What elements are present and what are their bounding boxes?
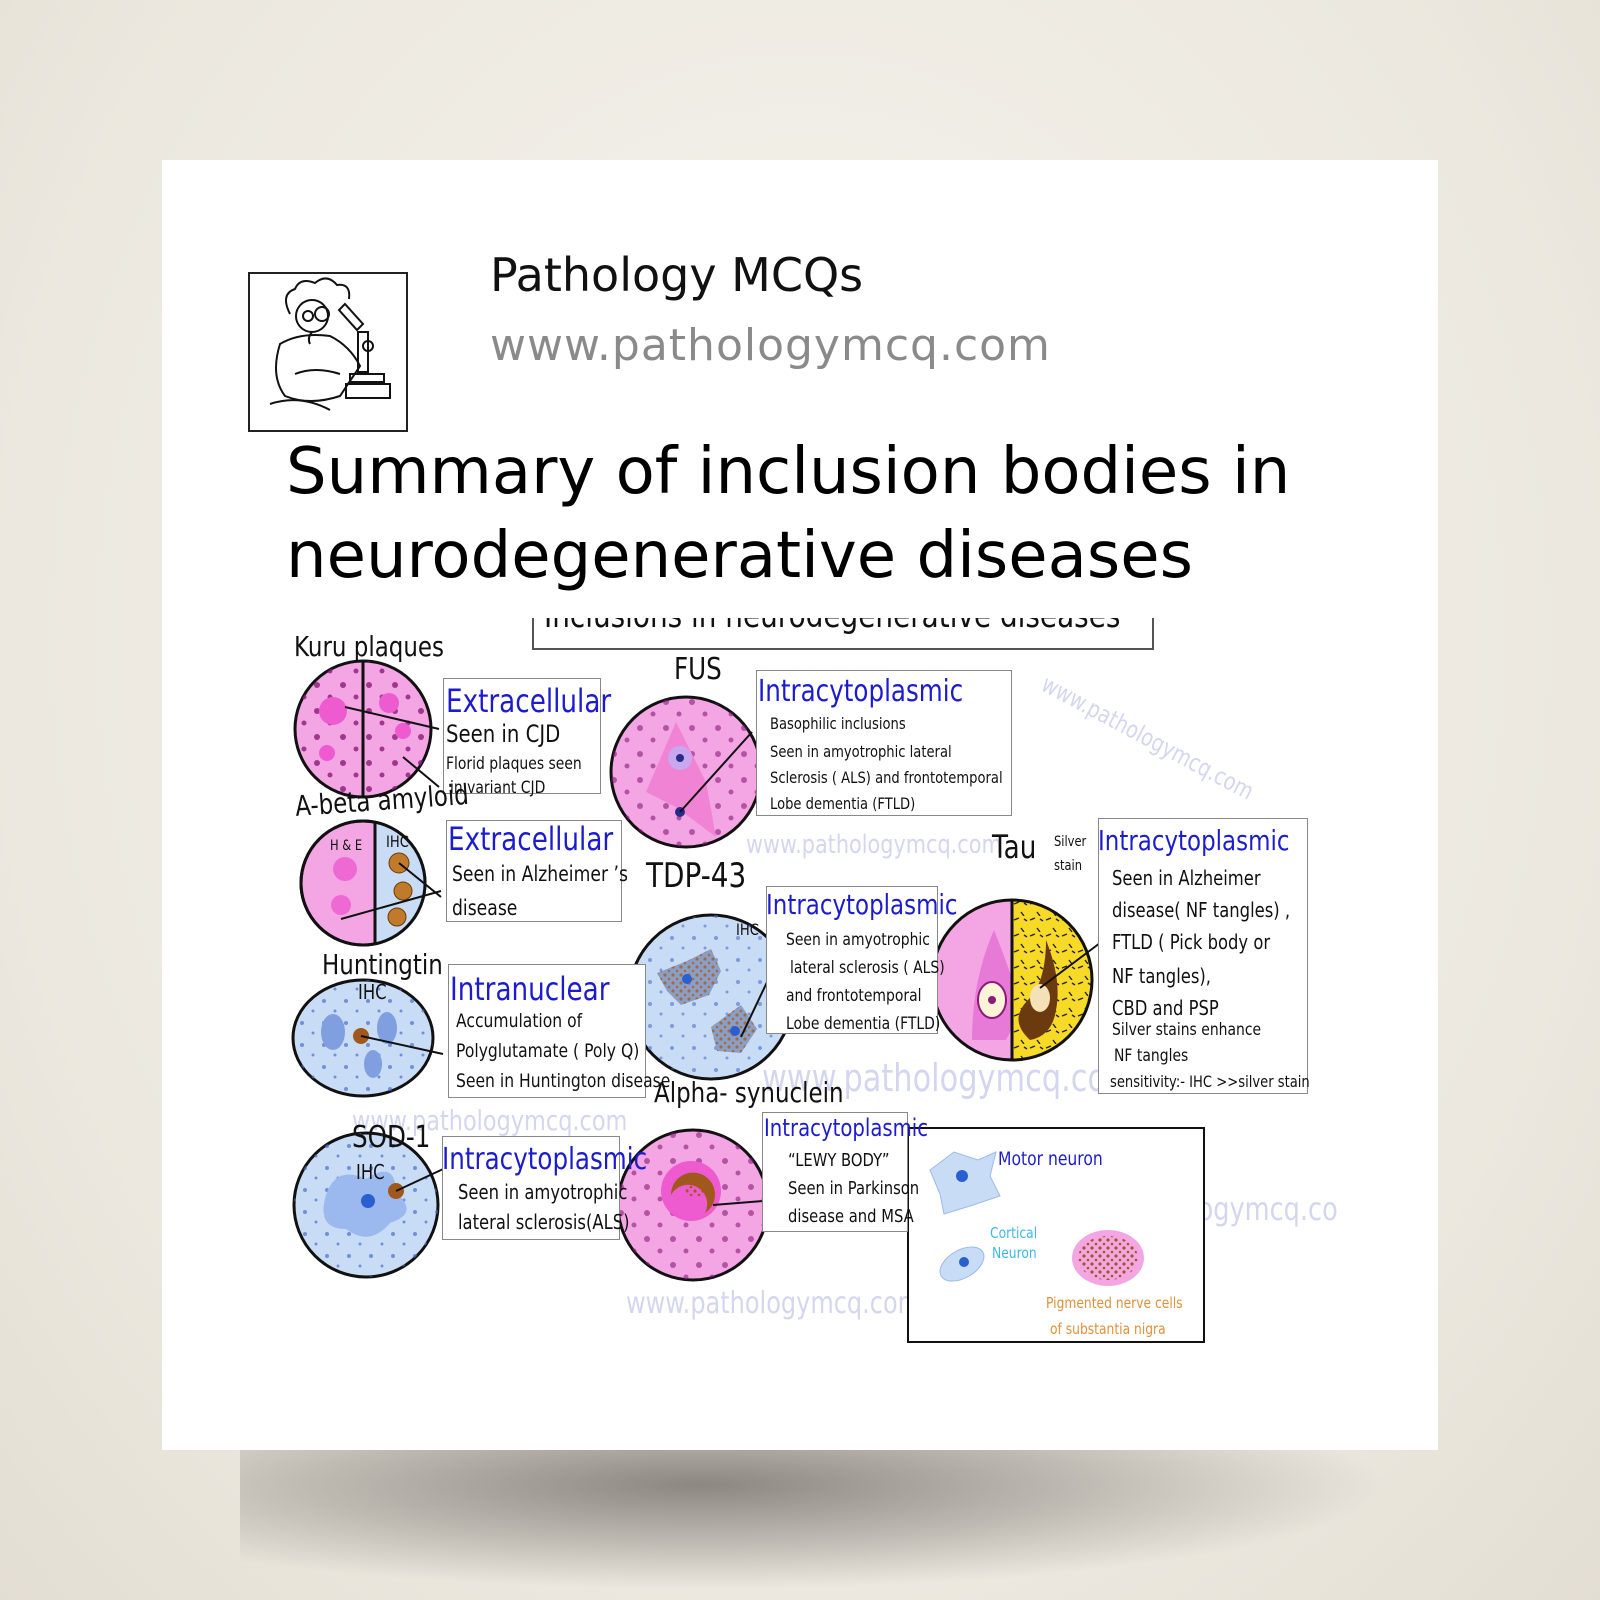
tau-note	[1098, 818, 1308, 1094]
tdp43-stain: IHC	[736, 920, 759, 939]
tdp43-type: Intracytoplasmic	[766, 888, 958, 921]
alpha-line1: “LEWY BODY”	[788, 1150, 890, 1171]
tdp43-line3: and frontotemporal	[786, 986, 922, 1006]
tau-line6: Silver stains enhance	[1112, 1020, 1262, 1040]
tau-stain-2: stain	[1054, 858, 1082, 874]
alpha-synuclein-circle	[616, 1128, 770, 1282]
sod1-note	[442, 1136, 620, 1240]
legend-motor-neuron: Motor neuron	[998, 1148, 1103, 1170]
watermark: www.pathologymcq.com	[746, 830, 1002, 860]
tdp43-circle	[627, 913, 795, 1081]
sod1-circle	[292, 1131, 457, 1279]
kuru-plaques-label: Kuru plaques	[294, 630, 444, 663]
alpha-synuclein-label: Alpha- synuclein	[654, 1076, 844, 1109]
scientist-microscope-illustration	[269, 277, 391, 411]
tau-line4: NF tangles),	[1112, 964, 1212, 988]
abeta-stain-he: H & E	[330, 838, 363, 854]
sod1-type: Intracytoplasmic	[442, 1142, 648, 1177]
fus-line3: Sclerosis ( ALS) and frontotemporal	[770, 768, 1003, 787]
inclusion-figure: Inclusions in neurodegenerative diseases…	[290, 618, 1338, 1350]
fus-line1: Basophilic inclusions	[770, 714, 906, 733]
tau-line7: NF tangles	[1114, 1046, 1189, 1066]
huntingtin-line1: Accumulation of	[456, 1010, 583, 1032]
tdp43-label: TDP-43	[646, 856, 747, 896]
kuru-line3: in variant CJD	[450, 778, 546, 798]
sod1-label: SOD-1	[352, 1120, 431, 1155]
fus-note	[756, 670, 1012, 816]
fus-line2: Seen in amyotrophic lateral	[770, 742, 952, 761]
fus-line4: Lobe dementia (FTLD)	[770, 794, 916, 813]
kuru-type: Extracellular	[446, 682, 612, 720]
huntingtin-stain: IHC	[358, 980, 387, 1004]
sod1-line1: Seen in amyotrophic	[458, 1180, 628, 1204]
tau-line3: FTLD ( Pick body or	[1112, 930, 1271, 954]
huntingtin-type: Intranuclear	[450, 970, 610, 1008]
huntingtin-circle	[291, 978, 444, 1098]
alpha-type: Intracytoplasmic	[764, 1114, 929, 1142]
tau-circle	[930, 898, 1105, 1062]
tau-label: Tau	[992, 828, 1037, 866]
histology-circles	[291, 659, 1205, 1343]
huntingtin-line2: Polyglutamate ( Poly Q)	[456, 1040, 640, 1062]
kuru-note	[443, 678, 601, 794]
tau-line2: disease( NF tangles) ,	[1112, 898, 1291, 922]
legend-cortical-1: Cortical	[990, 1224, 1038, 1242]
tau-line8: sensitivity:- IHC >>silver stain	[1110, 1072, 1310, 1091]
sod1-line2: lateral sclerosis(ALS)	[458, 1210, 630, 1234]
scientist-logo	[248, 272, 408, 432]
alpha-note	[762, 1112, 908, 1232]
alpha-line2: Seen in Parkinson	[788, 1178, 920, 1199]
brand-name: Pathology MCQs	[490, 248, 864, 302]
alpha-line3: disease and MSA	[788, 1206, 914, 1227]
huntingtin-note	[448, 964, 646, 1098]
sod1-stain: IHC	[356, 1160, 385, 1184]
abeta-type: Extracellular	[448, 820, 614, 858]
fus-type: Intracytoplasmic	[758, 674, 964, 709]
watermark: www.pathologymcq.com	[626, 1286, 922, 1321]
huntingtin-line3: Seen in Huntington disease	[456, 1070, 671, 1092]
legend-pigmented-1: Pigmented nerve cells	[1046, 1294, 1183, 1312]
fus-label: FUS	[674, 652, 722, 687]
tau-line5: CBD and PSP	[1112, 996, 1219, 1020]
tau-stain-1: Silver	[1054, 834, 1087, 850]
tdp43-line2: lateral sclerosis ( ALS)	[790, 958, 945, 978]
watermark: www.pathologymcq.com	[762, 1056, 1136, 1100]
fus-circle	[609, 695, 763, 849]
site-url[interactable]: www.pathologymcq.com	[490, 320, 1051, 371]
legend-pigmented-2: of substantia nigra	[1050, 1320, 1166, 1338]
abeta-stain-ihc: IHC	[386, 832, 409, 851]
figure-banner: Inclusions in neurodegenerative diseases	[532, 618, 1154, 650]
kuru-line1: Seen in CJD	[446, 720, 561, 748]
watermark: www.pathologymcq.com	[352, 1104, 628, 1137]
tau-line1: Seen in Alzheimer	[1112, 866, 1261, 890]
abeta-note	[446, 820, 622, 922]
tdp43-note	[766, 886, 938, 1034]
kuru-line2: Florid plaques seen	[446, 754, 582, 774]
huntingtin-label: Huntingtin	[322, 948, 443, 981]
card-shadow	[240, 1440, 1390, 1590]
kuru-plaques-circle	[293, 659, 440, 799]
tdp43-line1: Seen in amyotrophic	[786, 930, 930, 950]
cell-legend-box	[907, 1127, 1205, 1343]
abeta-amyloid-circle	[299, 819, 442, 947]
tau-type: Intracytoplasmic	[1098, 824, 1290, 857]
abeta-line2: disease	[452, 896, 518, 920]
legend-cortical-2: Neuron	[992, 1244, 1037, 1262]
page-title: Summary of inclusion bodies in neurodege…	[286, 435, 1291, 593]
abeta-line1: Seen in Alzheimer ’s	[452, 862, 628, 886]
tdp43-line4: Lobe dementia (FTLD)	[786, 1014, 941, 1034]
poster-card: Pathology MCQs www.pathologymcq.com Summ…	[162, 160, 1438, 1450]
